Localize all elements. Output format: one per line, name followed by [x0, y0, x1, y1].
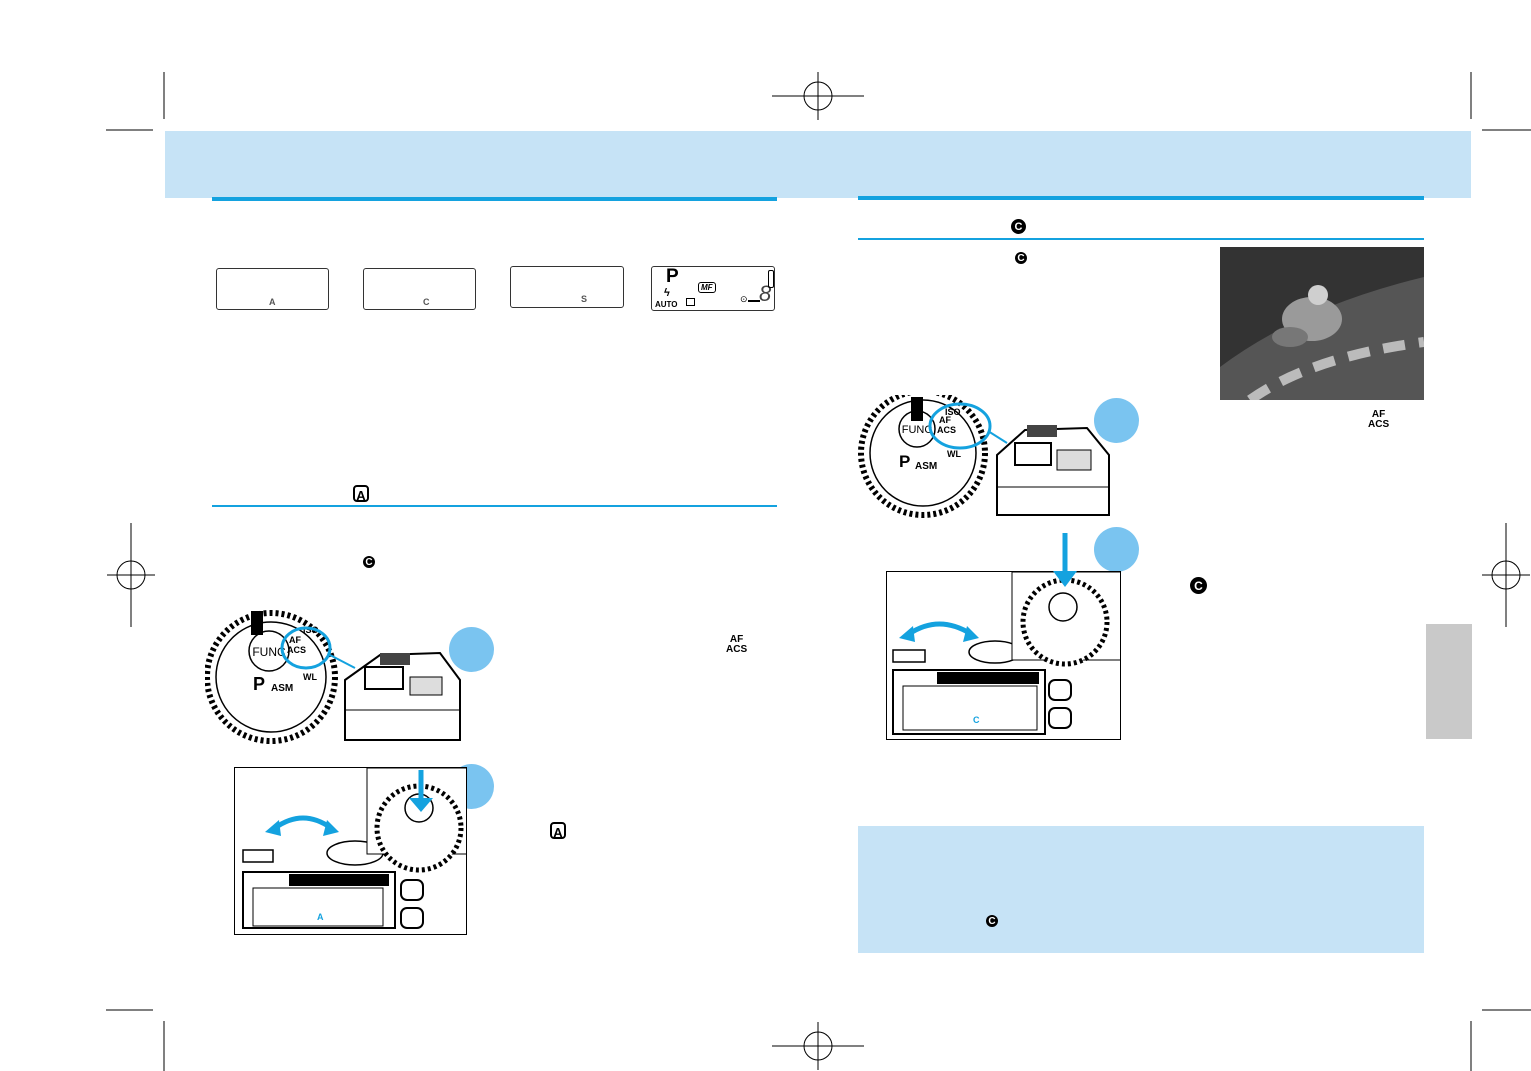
section-a-af-label: AF — [729, 634, 744, 645]
section-a-step2-glyph: A — [550, 822, 566, 840]
dial-acs: ACS — [287, 645, 306, 655]
section-a-lcd-glyph: A — [317, 912, 324, 922]
battery-icon — [768, 270, 774, 288]
lcd-panel-a: A — [216, 268, 329, 310]
section-c-lcd-glyph: C — [973, 715, 980, 725]
mode-dial: FUNC P ASM ISO WL AF ACS — [205, 610, 338, 744]
section-a-dial-illustration: FUNC P ASM ISO WL AF ACS — [205, 610, 461, 744]
section-c-step-2 — [1094, 527, 1139, 572]
dial-c-func: FUNC — [902, 424, 933, 436]
dial-p: P — [253, 674, 265, 694]
section-a-camera-top-svg: A — [242, 768, 466, 929]
section-c-af-label: AF — [1371, 409, 1386, 420]
dial-c-asm: ASM — [915, 461, 937, 472]
press-arrow-icon-c — [1053, 571, 1077, 587]
dial-iso: ISO — [303, 625, 319, 635]
camera-body-illustration — [344, 651, 461, 741]
lcd-a-glyph: A — [269, 297, 276, 307]
section-c-step-1 — [1094, 398, 1139, 443]
section-a-heading-glyph: A — [353, 485, 369, 503]
dial-c-p: P — [899, 452, 910, 471]
rotate-arrow-icon-c — [907, 621, 973, 637]
section-a-inline-c: C — [363, 556, 375, 568]
lcd-s-glyph: S — [581, 294, 588, 304]
section-c-dial-illustration: FUNC P ASM ISO WL AF ACS — [858, 395, 1110, 518]
lcd-panel-s: S — [510, 266, 624, 308]
section-a-rule — [212, 505, 777, 507]
section-c-heading-glyph: C — [1011, 219, 1026, 234]
section-a-step-1 — [449, 627, 494, 672]
flash-icon: ϟ — [664, 287, 670, 299]
left-top-rule — [212, 197, 777, 201]
lcd-c-glyph: C — [423, 297, 430, 307]
motorcycle-photo — [1220, 247, 1424, 400]
right-top-rule — [858, 196, 1424, 200]
section-c-step2-glyph: C — [1190, 577, 1207, 594]
section-a-af-mark: AF ACS — [726, 635, 747, 655]
note-inline-c: C — [986, 915, 998, 927]
dial-wl: WL — [303, 672, 317, 682]
drive-single-icon — [686, 298, 695, 306]
section-a-af-modes: ACS — [726, 644, 748, 655]
header-band — [165, 131, 1471, 198]
lcd-mode: P — [666, 266, 679, 287]
rotate-arrow-icon — [273, 815, 333, 831]
section-c-rule — [858, 238, 1424, 240]
dial-asm: ASM — [271, 683, 293, 694]
dial-pointer-line — [329, 654, 356, 669]
dial-c-wl: WL — [947, 449, 961, 459]
lcd-flash: AUTO — [655, 300, 678, 309]
lcd-panel-full: P ϟ AUTO MF ⊙ 8 — [651, 266, 775, 311]
lcd-mf: MF — [698, 282, 716, 293]
section-c-camera-top-svg: C — [892, 572, 1120, 735]
dial-c-af: AF — [939, 415, 951, 425]
side-tab — [1426, 624, 1472, 739]
section-c-press-arrow — [1053, 533, 1077, 587]
dial-func: FUNC — [252, 645, 286, 659]
press-arrow-icon — [409, 798, 433, 812]
dial-highlight-circle — [280, 626, 332, 670]
mode-dial-c: FUNC P ASM ISO WL AF ACS — [858, 395, 988, 518]
section-c-af-mark: AF ACS — [1368, 410, 1389, 430]
dial-af: AF — [289, 635, 301, 645]
note-box: C — [858, 826, 1424, 953]
p-button — [242, 849, 274, 863]
section-c-af-modes: ACS — [1368, 419, 1390, 430]
camera-body-illustration-c — [996, 425, 1110, 516]
dial-c-acs: ACS — [937, 425, 956, 435]
motorcycle-photo-svg — [1220, 247, 1424, 400]
dial-c-iso: ISO — [945, 407, 961, 417]
section-c-inline-c: C — [1015, 252, 1027, 264]
section-a-camera-top: A — [234, 767, 467, 935]
dial-c-highlight-circle — [928, 402, 992, 450]
dial-cust-block — [251, 611, 263, 635]
lcd-panel-c: C — [363, 268, 476, 310]
frame-counter-icon: ⊙ — [740, 294, 748, 304]
section-c-camera-top: C — [886, 571, 1121, 740]
counter-dashes — [748, 298, 760, 302]
